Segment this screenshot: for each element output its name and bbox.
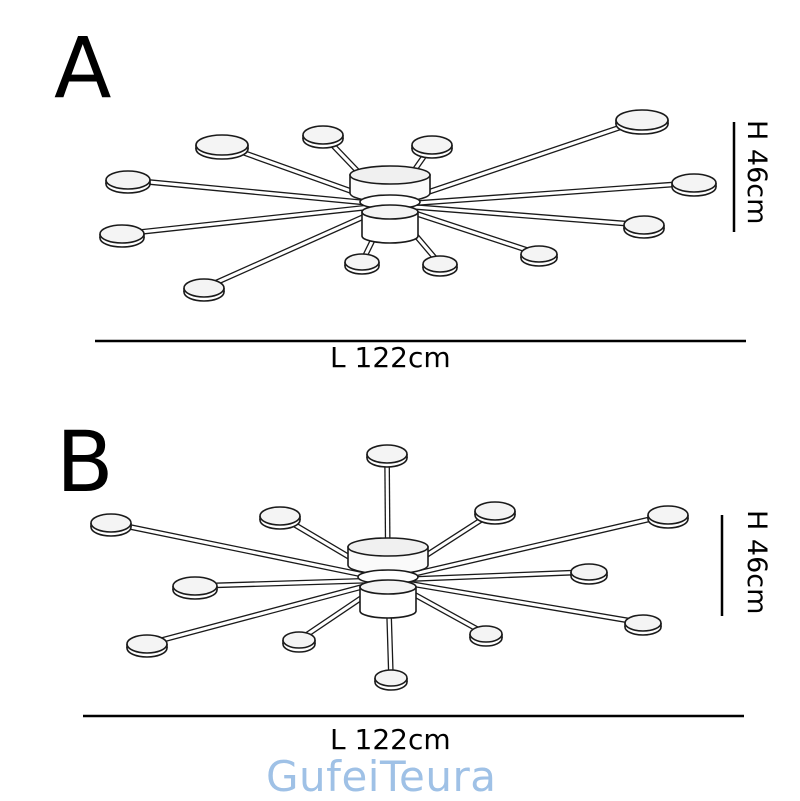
lamp-head xyxy=(570,563,608,585)
lamp-head xyxy=(422,255,458,277)
lamp-head xyxy=(615,109,669,135)
lamp-head xyxy=(623,215,665,239)
lamp-arm xyxy=(127,177,391,208)
lamp-head xyxy=(520,245,558,267)
length-label-b: L 122cm xyxy=(330,723,451,756)
lamp-head xyxy=(183,278,225,302)
lamp-head xyxy=(374,669,408,691)
lamp-head xyxy=(259,506,301,530)
lamp-head xyxy=(172,576,218,600)
brand-watermark: GufeiTeura xyxy=(266,752,497,801)
lamp-head xyxy=(411,135,453,159)
lamp-head xyxy=(647,505,689,529)
lamp-head xyxy=(366,444,408,468)
lamp-head xyxy=(474,501,516,525)
lamp-head xyxy=(282,631,316,653)
length-label-a: L 122cm xyxy=(330,341,451,374)
lamp-head xyxy=(105,170,151,194)
height-label-b: H 46cm xyxy=(741,510,772,615)
lamp-arm xyxy=(110,520,389,583)
center-hub xyxy=(349,165,431,244)
lamp-arm xyxy=(387,569,590,583)
chandelier-variant-a xyxy=(99,109,717,302)
chandelier-variant-b xyxy=(90,444,689,691)
lamp-head xyxy=(99,224,145,248)
lamp-arm xyxy=(194,577,389,589)
lamp-head xyxy=(126,634,168,658)
lamp-head xyxy=(195,134,249,160)
lamp-head xyxy=(624,614,662,636)
variant-label-b: B xyxy=(56,413,114,511)
lamp-arm xyxy=(389,117,643,208)
lamp-arm xyxy=(121,202,391,237)
lamp-head xyxy=(302,125,344,149)
lamp-arm xyxy=(389,202,645,228)
lamp-head xyxy=(90,513,132,537)
lamp-head xyxy=(671,173,717,197)
lamp-arm xyxy=(387,512,669,583)
center-hub xyxy=(347,537,429,619)
lamp-head xyxy=(344,253,380,275)
lamp-arm xyxy=(202,202,392,291)
lamp-head xyxy=(469,625,503,647)
height-label-a: H 46cm xyxy=(741,120,772,225)
lamp-arm xyxy=(389,180,695,208)
lamp-arm xyxy=(146,577,389,647)
lamp-arm xyxy=(387,577,644,626)
variant-label-a: A xyxy=(54,19,112,117)
